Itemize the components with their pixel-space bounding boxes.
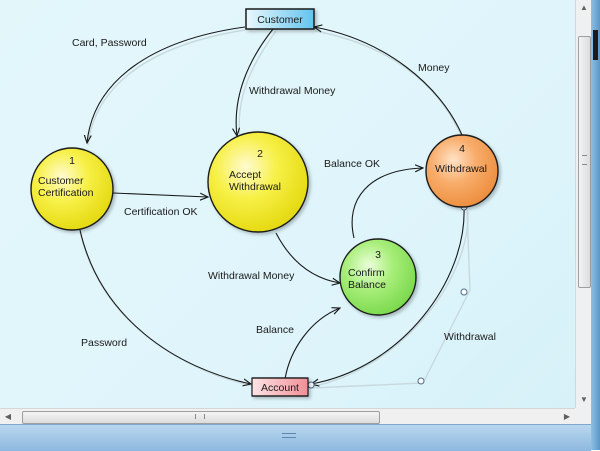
flow-certification-ok (112, 192, 208, 197)
process-accept-withdrawal[interactable]: 2 Accept Withdrawal (207, 131, 309, 233)
flow-label-withdrawal: Withdrawal (444, 331, 496, 343)
flow-withdrawal-money-top (236, 28, 274, 136)
scroll-right-arrow-icon[interactable]: ▶ (563, 412, 571, 421)
scroll-down-arrow-icon[interactable]: ▼ (580, 395, 588, 404)
process-withdrawal[interactable]: 4 Withdrawal (425, 134, 499, 208)
entity-account-label: Account (261, 382, 299, 394)
vertical-scrollbar[interactable]: ▲ ▼ (575, 0, 592, 408)
flow-withdrawal (311, 206, 465, 384)
entity-account[interactable]: Account (251, 377, 309, 397)
vertical-scroll-thumb[interactable] (578, 36, 591, 288)
flow-balance (284, 308, 340, 380)
scroll-corner (575, 408, 591, 424)
flow-handle (460, 288, 468, 296)
process-label-line: Certification (38, 187, 94, 199)
process-customer-certification[interactable]: 1 Customer Certification (30, 147, 114, 231)
flows (79, 26, 465, 384)
flow-card-password (87, 26, 246, 143)
flow-label-withdrawal-money-mid: Withdrawal Money (208, 270, 295, 282)
flow-password (79, 229, 251, 384)
diagram-canvas[interactable]: Customer Account 1 Customer Certificatio… (0, 0, 575, 408)
grip-icon (195, 414, 205, 419)
process-number: 2 (257, 148, 263, 160)
flow-handle (307, 381, 315, 389)
entity-customer[interactable]: Customer (245, 8, 315, 30)
splitter-grip-icon[interactable] (282, 433, 296, 438)
horizontal-scrollbar[interactable]: ◀ ▶ (0, 408, 575, 425)
process-label-line: Balance (348, 279, 386, 291)
flow-labels: Card, Password Withdrawal Money Money Ba… (72, 37, 496, 349)
grip-icon (582, 155, 587, 165)
process-label-line: Accept (229, 169, 261, 181)
window-border (591, 0, 600, 450)
process-number: 3 (375, 249, 381, 261)
flow-label-balance-ok: Balance OK (324, 158, 380, 170)
flow-label-certification-ok: Certification OK (124, 206, 198, 218)
flow-balance-ok (351, 168, 423, 239)
process-label-line: Confirm (348, 267, 385, 279)
splitter-handle[interactable] (593, 30, 598, 60)
process-label-line: Withdrawal (229, 181, 281, 193)
entity-customer-label: Customer (257, 14, 303, 26)
status-bar (0, 424, 591, 451)
flow-label-password: Password (81, 337, 127, 349)
horizontal-scroll-thumb[interactable] (22, 411, 380, 424)
flow-handle (417, 377, 425, 385)
process-label-line: Withdrawal (435, 163, 487, 175)
data-flow-diagram: Customer Account 1 Customer Certificatio… (30, 8, 499, 397)
flow-money (314, 27, 463, 136)
flow-label-withdrawal-money-top: Withdrawal Money (249, 85, 336, 97)
flow-withdrawal-money-mid (275, 232, 340, 283)
process-confirm-balance[interactable]: 3 Confirm Balance (339, 238, 417, 316)
flow-label-money: Money (418, 62, 450, 74)
process-number: 1 (69, 155, 75, 167)
scroll-left-arrow-icon[interactable]: ◀ (4, 412, 12, 421)
process-label-line: Customer (38, 175, 84, 187)
scroll-up-arrow-icon[interactable]: ▲ (580, 3, 588, 12)
process-number: 4 (459, 143, 465, 155)
flow-label-card-password: Card, Password (72, 37, 147, 49)
flow-label-balance: Balance (256, 324, 294, 336)
